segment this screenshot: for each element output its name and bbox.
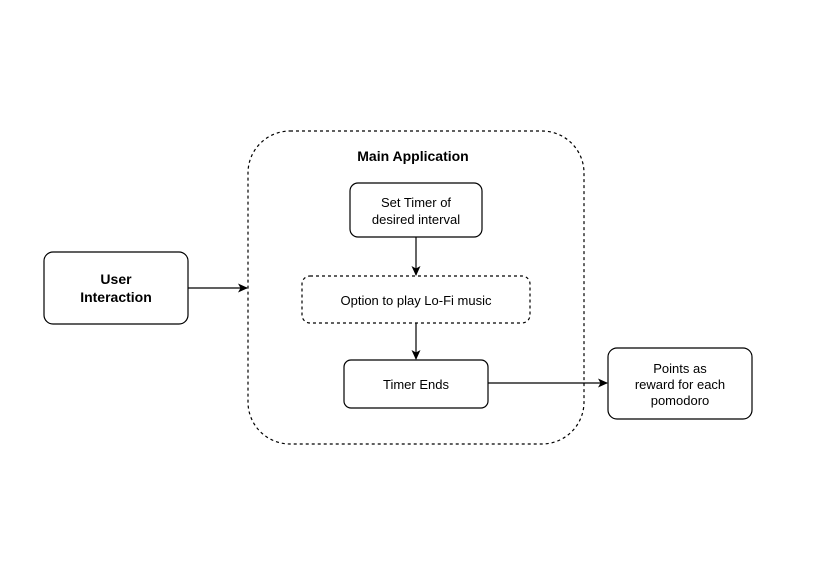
points-reward-label-line-2: reward for each: [635, 377, 725, 392]
set-timer-label-line-1: Set Timer of: [381, 195, 451, 210]
user-interaction-label-line-1: User: [100, 271, 132, 287]
points-reward-node: Points as reward for each pomodoro: [607, 347, 753, 420]
user-interaction-node: User Interaction: [43, 251, 189, 325]
set-timer-node: Set Timer of desired interval: [349, 182, 483, 238]
timer-ends-node: Timer Ends: [343, 359, 489, 409]
lofi-option-node: Option to play Lo-Fi music: [301, 275, 531, 324]
timer-ends-label: Timer Ends: [383, 377, 449, 392]
user-interaction-label-line-2: Interaction: [80, 289, 152, 305]
set-timer-label-line-2: desired interval: [372, 212, 460, 227]
points-reward-label-line-1: Points as: [653, 361, 707, 376]
main-application-title: Main Application: [357, 148, 468, 164]
points-reward-label-line-3: pomodoro: [651, 393, 710, 408]
lofi-option-label: Option to play Lo-Fi music: [340, 293, 492, 308]
